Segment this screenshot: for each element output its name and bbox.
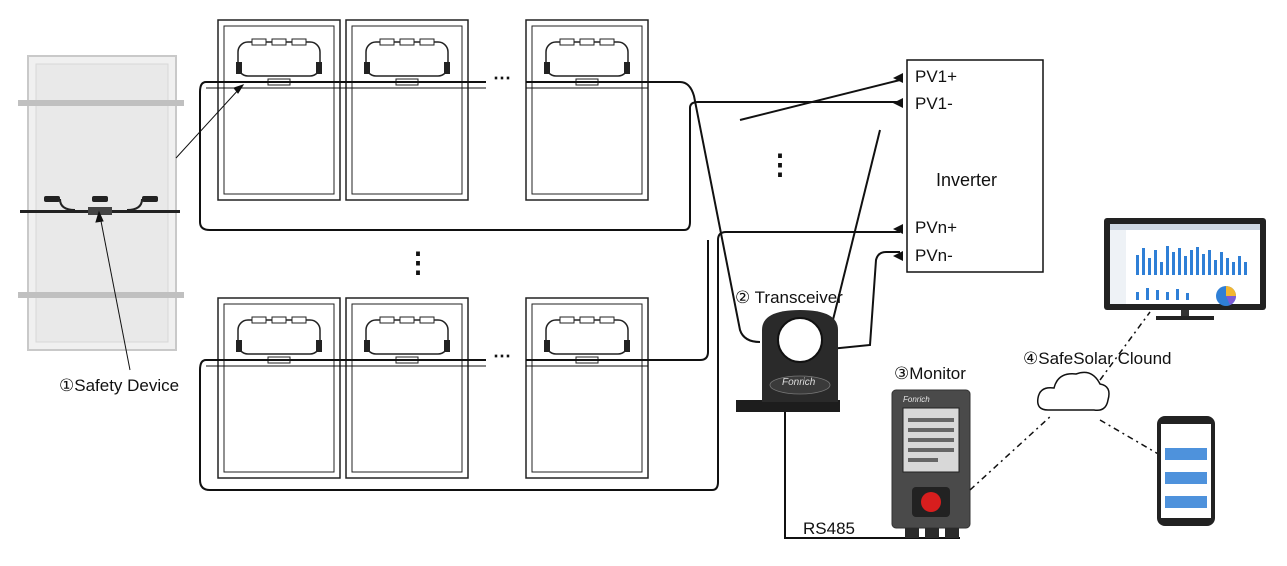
transceiver-label: ② Transceiver xyxy=(735,288,843,307)
inverter-label: Inverter xyxy=(936,170,998,190)
safety-device-label: ①Safety Device xyxy=(59,376,180,395)
inverter-box xyxy=(893,59,1044,273)
string-wiring xyxy=(199,79,960,539)
cloud-label: ④SafeSolar Clound xyxy=(1023,349,1172,368)
monitor-label: ③Monitor xyxy=(894,364,966,383)
panel-row-top xyxy=(206,19,680,201)
ellipsis-vertical-inverter: ⋮ xyxy=(766,149,794,180)
pv1-plus-label: PV1+ xyxy=(915,67,958,86)
cloud-icon xyxy=(1036,371,1110,412)
transceiver-brand-logo: Fonrich xyxy=(782,377,816,388)
ellipsis-top-row: ⋯ xyxy=(493,68,511,88)
transceiver-device xyxy=(736,310,840,412)
ellipsis-vertical-panels: ⋮ xyxy=(404,247,432,278)
panel-row-bottom xyxy=(206,297,700,479)
rs485-label: RS485 xyxy=(803,519,855,538)
smartphone xyxy=(1157,416,1215,526)
safety-device-arrows xyxy=(95,84,245,371)
monitor-brand-logo: Fonrich xyxy=(903,395,930,404)
pvn-plus-label: PVn+ xyxy=(915,218,958,237)
monitor-device xyxy=(891,389,971,538)
ellipsis-bottom-row: ⋯ xyxy=(493,346,511,366)
pv1-minus-label: PV1- xyxy=(915,94,953,113)
desktop-chart-bars xyxy=(1136,246,1247,300)
pvn-minus-label: PVn- xyxy=(915,246,953,265)
desktop-display xyxy=(1104,218,1266,320)
pv-module-back-view xyxy=(18,55,184,351)
cloud-links xyxy=(969,311,1161,491)
